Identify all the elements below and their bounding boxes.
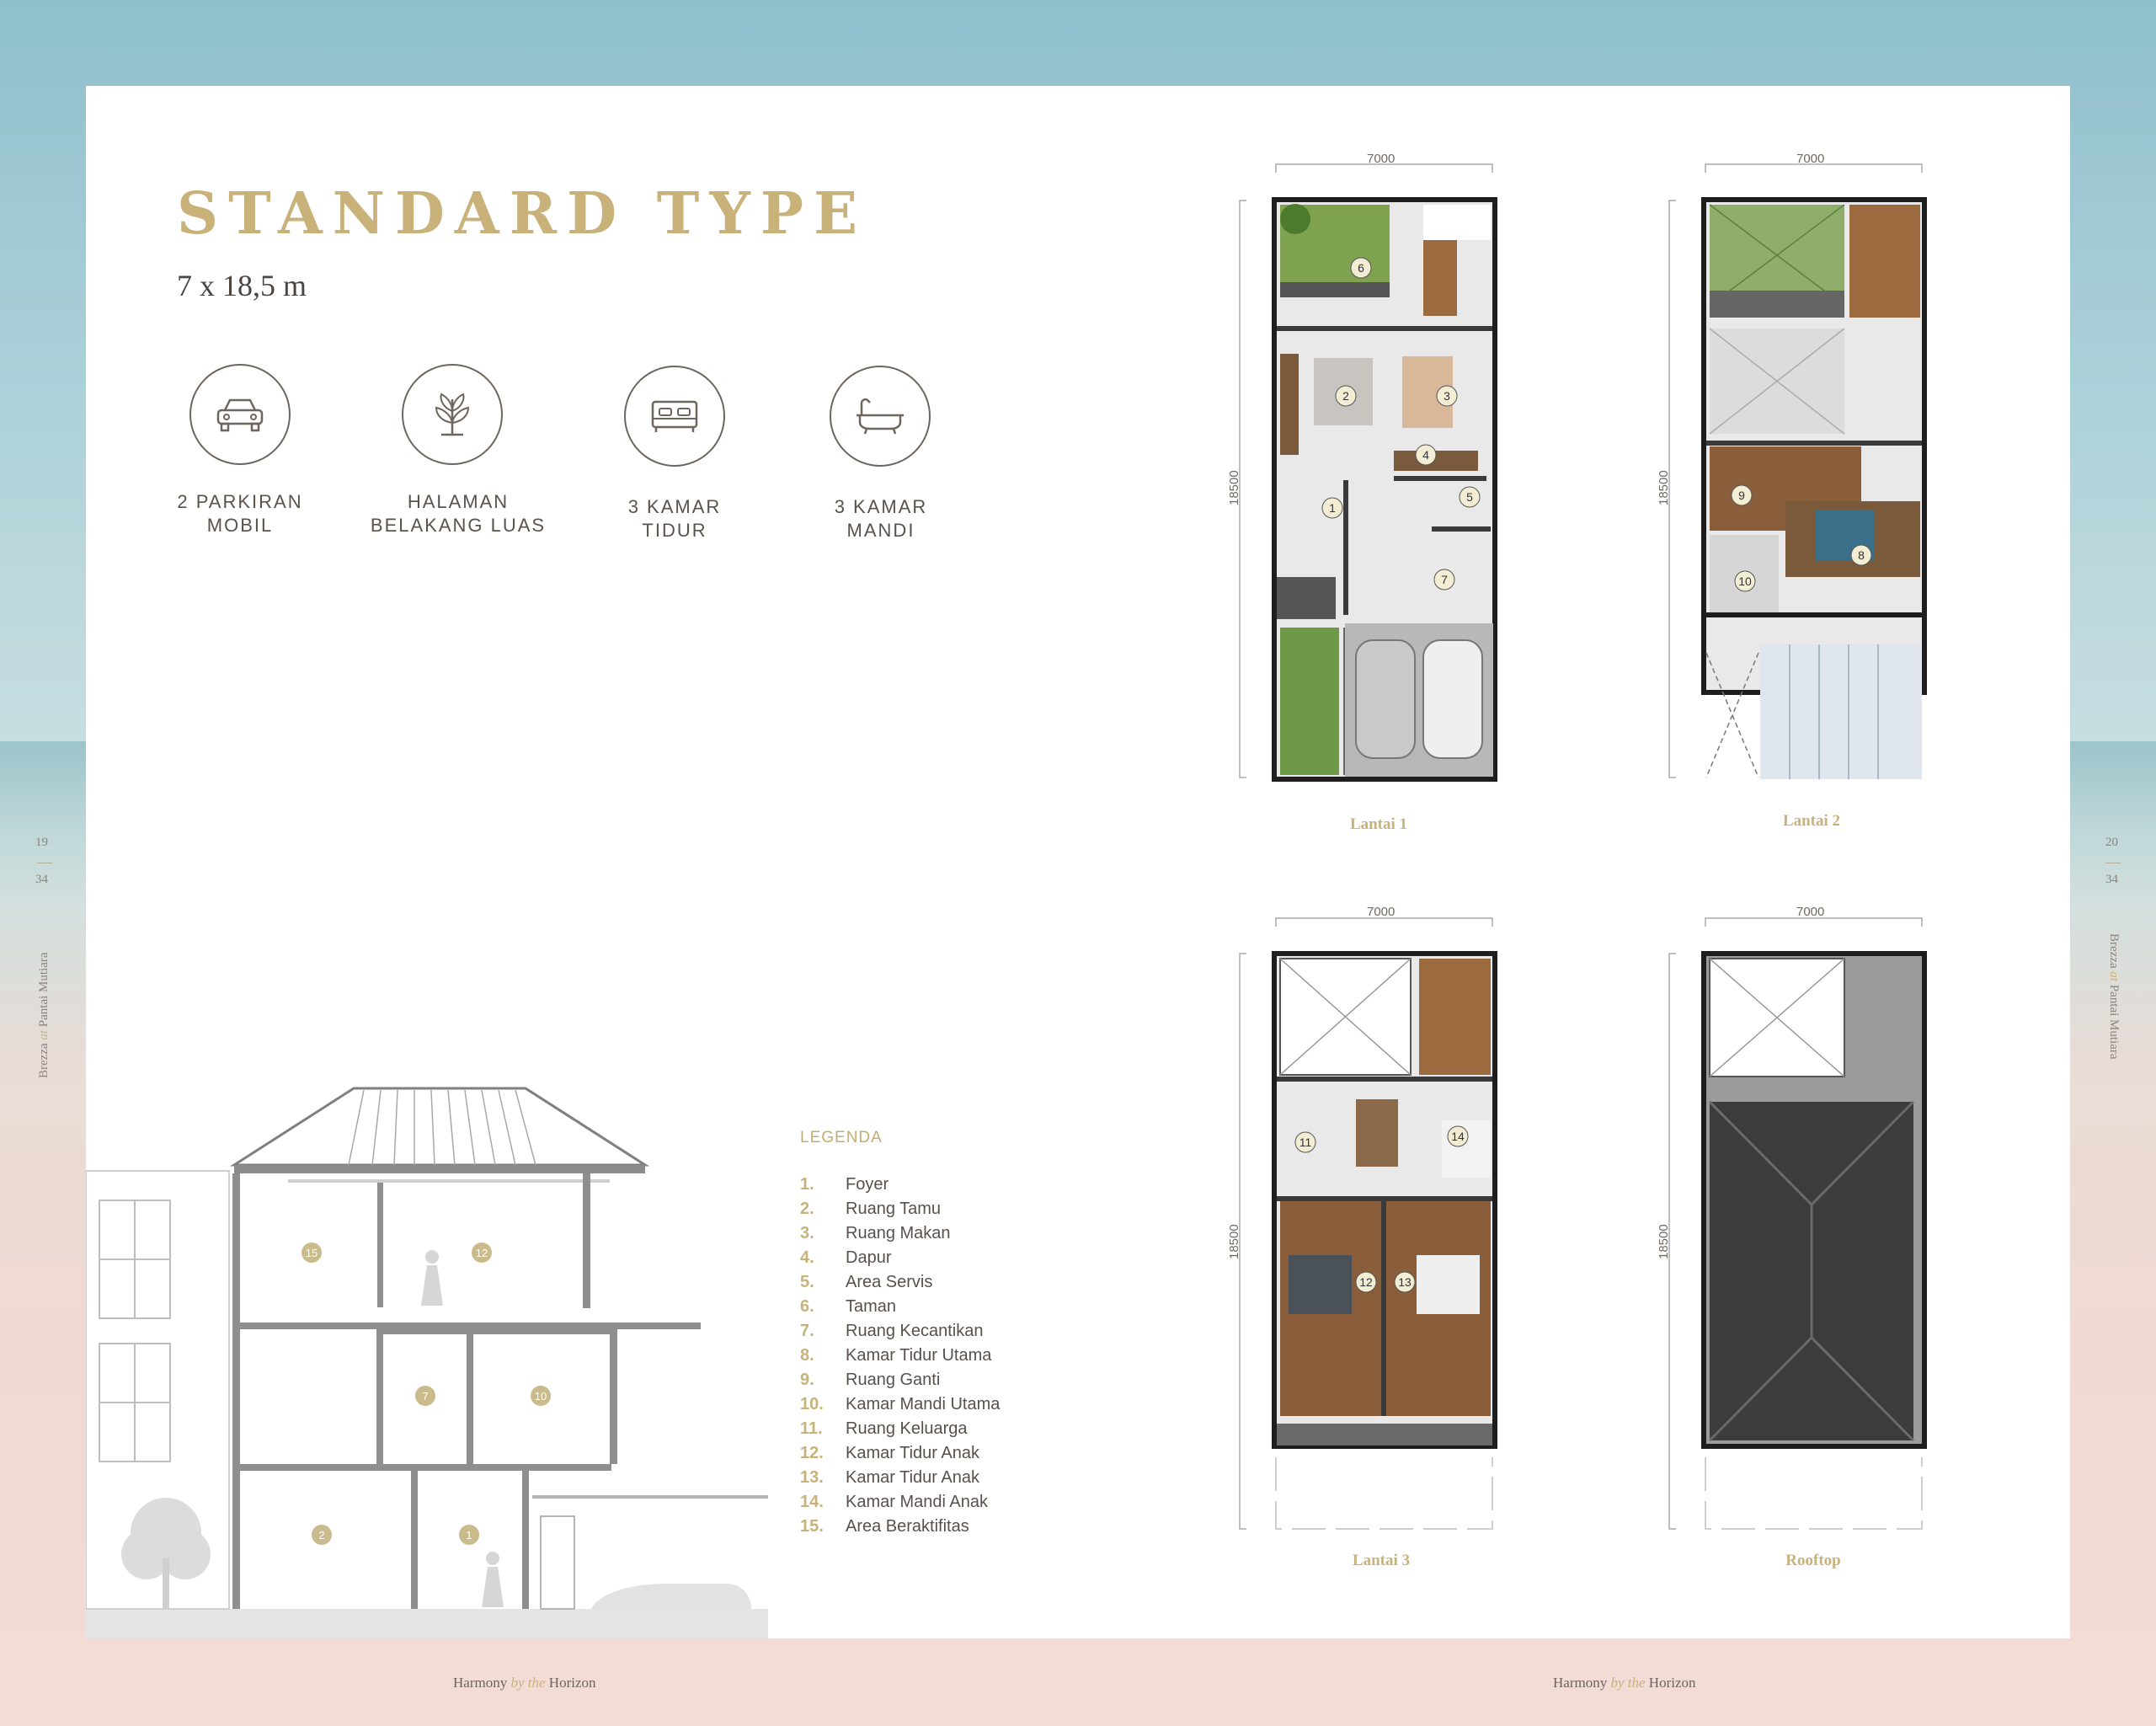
- caption-lantai-3: Lantai 3: [1352, 1552, 1411, 1569]
- floor3-width-label: 7000: [1367, 905, 1396, 919]
- floor1-marker-1: 1: [1329, 501, 1336, 515]
- legend-item: 13.Kamar Tidur Anak: [800, 1468, 979, 1487]
- legend-item: 15.Area Beraktifitas: [800, 1517, 969, 1536]
- legend-item: 6.Taman: [800, 1297, 897, 1316]
- bathtub-icon: [830, 366, 931, 467]
- page-title: STANDARD TYPE: [177, 180, 867, 248]
- rooftop-width-label: 7000: [1796, 905, 1825, 919]
- plant-icon: [402, 364, 503, 465]
- floor2-marker-10: 10: [1738, 574, 1752, 588]
- floor1-marker-3: 3: [1444, 389, 1450, 403]
- legend-item: 2.Ruang Tamu: [800, 1200, 942, 1218]
- car-icon: [189, 364, 291, 465]
- brand-side-right: Brezza at Pantai Mutiara: [2107, 933, 2121, 1060]
- legend-item: 14.Kamar Mandi Anak: [800, 1493, 988, 1511]
- legend-item: 1.Foyer: [800, 1175, 889, 1194]
- floor2-width-label: 7000: [1796, 152, 1825, 166]
- legend-item: 3.Ruang Makan: [800, 1224, 951, 1242]
- page-number-right: 20: [2105, 836, 2118, 849]
- section-marker-2: 2: [318, 1529, 324, 1542]
- floor3-marker-14: 14: [1451, 1130, 1465, 1143]
- section-marker-1: 1: [466, 1529, 472, 1542]
- bed-icon: [624, 366, 725, 467]
- floor-plan-rooftop: [1668, 917, 1927, 1530]
- legend-item: 5.Area Servis: [800, 1273, 933, 1291]
- floor1-marker-5: 5: [1466, 490, 1473, 504]
- floor2-length-label: 18500: [1657, 470, 1671, 505]
- floor1-markers: [1321, 257, 1481, 590]
- floor-plan-lantai-3: 11 14 12 13: [1239, 917, 1497, 1530]
- floor3-marker-13: 13: [1398, 1275, 1412, 1289]
- caption-lantai-2: Lantai 2: [1782, 812, 1841, 830]
- floor1-length-label: 18500: [1227, 470, 1241, 505]
- floor3-markers: [1294, 1125, 1469, 1293]
- floor2-markers: [1731, 484, 1872, 592]
- footer-tagline-right: Harmony by the Horizon: [1553, 1675, 1696, 1691]
- floor1-marker-4: 4: [1422, 448, 1429, 462]
- floor2-marker-9: 9: [1738, 489, 1745, 502]
- unit-dimensions: 7 x 18,5 m: [177, 269, 307, 302]
- legend-list: 1.Foyer 2.Ruang Tamu 3.Ruang Makan 4.Dap…: [800, 1175, 1137, 1542]
- floor1-width-label: 7000: [1367, 152, 1396, 166]
- feature-bedrooms: [624, 366, 725, 467]
- footer-tagline-left: Harmony by the Horizon: [453, 1675, 596, 1691]
- section-marker-12: 12: [476, 1247, 488, 1259]
- legend-item: 10.Kamar Mandi Utama: [800, 1395, 1001, 1413]
- legend-item: 9.Ruang Ganti: [800, 1371, 941, 1389]
- legend-item: 4.Dapur: [800, 1248, 892, 1267]
- page-number-left: 19: [35, 836, 48, 849]
- legend-item: 7.Ruang Kecantikan: [800, 1322, 984, 1340]
- feature-backyard: [402, 364, 503, 465]
- caption-rooftop: Rooftop: [1785, 1552, 1841, 1569]
- section-drawing: 15 12 7 10 2 1: [86, 1087, 768, 1638]
- floor1-marker-6: 6: [1358, 261, 1364, 275]
- feature-bathrooms: [830, 366, 931, 467]
- section-markers: [302, 1242, 551, 1545]
- legend-title: LEGENDA: [800, 1129, 883, 1146]
- floor3-marker-12: 12: [1359, 1275, 1373, 1289]
- rooftop-length-label: 18500: [1657, 1224, 1671, 1259]
- feature-parking: [189, 364, 291, 465]
- floor-plan-lantai-2: 9 8 10: [1668, 163, 1927, 779]
- floor3-length-label: 18500: [1227, 1224, 1241, 1259]
- legend-item: 12.Kamar Tidur Anak: [800, 1444, 979, 1462]
- floor2-marker-8: 8: [1858, 548, 1865, 562]
- floor1-marker-2: 2: [1342, 389, 1349, 403]
- floor-plan-lantai-1: 6 2 3 4 5 1 7: [1239, 163, 1497, 782]
- section-marker-7: 7: [422, 1390, 428, 1403]
- floor3-marker-11: 11: [1299, 1136, 1312, 1149]
- caption-lantai-1: Lantai 1: [1349, 815, 1408, 833]
- section-marker-10: 10: [535, 1390, 547, 1403]
- legend-item: 8.Kamar Tidur Utama: [800, 1346, 992, 1365]
- page-total-right: 34: [2105, 873, 2118, 886]
- legend-item: 11.Ruang Keluarga: [800, 1419, 968, 1438]
- brand-side-left: Brezza at Pantai Mutiara: [37, 952, 51, 1078]
- floor1-marker-7: 7: [1441, 573, 1448, 586]
- section-marker-15: 15: [306, 1247, 318, 1259]
- page-total-left: 34: [35, 873, 48, 886]
